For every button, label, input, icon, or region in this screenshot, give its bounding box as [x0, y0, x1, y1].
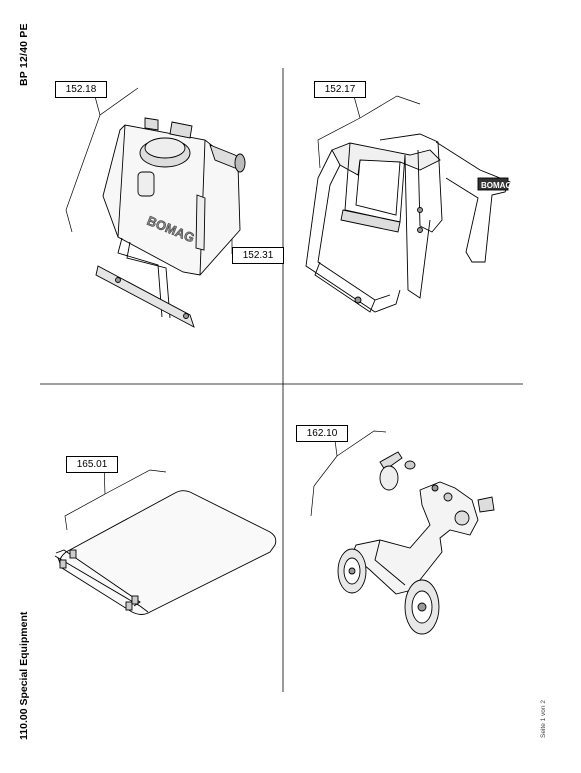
wheel-kit-illustration: [337, 451, 495, 635]
callout-162-10: 162.10: [296, 425, 348, 442]
leader-162-10: [310, 430, 387, 517]
plastic-plate-illustration: [54, 490, 277, 615]
callout-152-18: 152.18: [55, 81, 107, 98]
water-tank-illustration: [95, 117, 246, 328]
callout-152-31: 152.31: [232, 247, 284, 264]
callout-152-17: 152.17: [314, 81, 366, 98]
callout-165-01: 165.01: [66, 456, 118, 473]
frame-logo: BOMAG: [481, 181, 512, 190]
transport-frame-illustration: [305, 133, 511, 313]
leader-165-01: [64, 463, 167, 531]
leader-152-17: [317, 88, 421, 169]
